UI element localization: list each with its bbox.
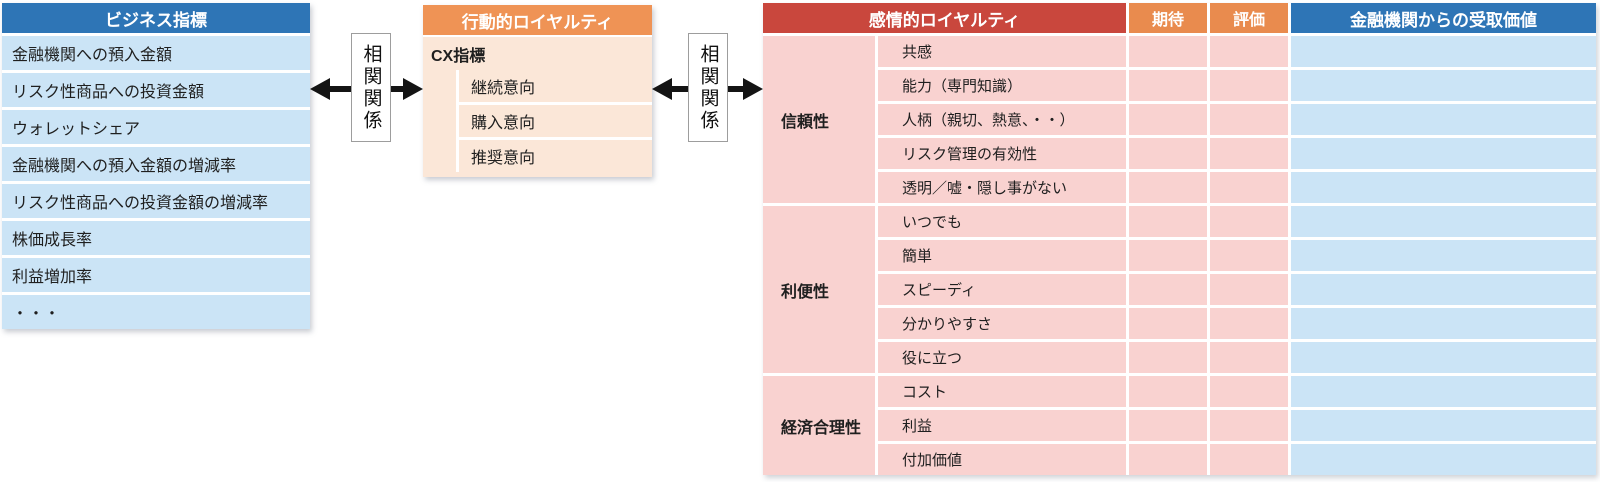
received-value-cell (1291, 172, 1596, 203)
emotion-item-cell: 簡単 (878, 240, 1126, 271)
expectation-cell (1129, 172, 1207, 203)
business-metrics-table: ビジネス指標 金融機関への預入金額リスク性商品への投資金額ウォレットシェア金融機… (2, 3, 310, 329)
expectation-cell (1129, 308, 1207, 339)
expectation-cell (1129, 206, 1207, 237)
cx-index-label: CX指標 (431, 47, 486, 65)
business-metrics-rows: 金融機関への預入金額リスク性商品への投資金額ウォレットシェア金融機関への預入金額… (2, 36, 310, 329)
received-value-cell (1291, 410, 1596, 441)
arrowhead-right-icon (743, 78, 763, 100)
evaluation-cell (1210, 444, 1288, 475)
evaluation-cell (1210, 308, 1288, 339)
arrowhead-left-icon (652, 78, 672, 100)
cx-indicator-rows: 継続意向購入意向推奨意向 (456, 70, 652, 172)
evaluation-cell (1210, 206, 1288, 237)
cx-indicator-row: 推奨意向 (459, 140, 652, 172)
evaluation-cell (1210, 240, 1288, 271)
emotional-loyalty-table: 感情的ロイヤルティ期待評価金融機関からの受取価値信頼性共感能力（専門知識）人柄（… (763, 3, 1596, 475)
emotion-item-cell: リスク管理の有効性 (878, 138, 1126, 169)
emotion-item-cell: コスト (878, 376, 1126, 407)
expectation-cell (1129, 104, 1207, 135)
emotion-item-cell: 透明／嘘・隠し事がない (878, 172, 1126, 203)
received-value-cell (1291, 206, 1596, 237)
expectation-cell (1129, 274, 1207, 305)
evaluation-cell (1210, 104, 1288, 135)
emotion-item-cell: 付加価値 (878, 444, 1126, 475)
expectation-header: 期待 (1129, 3, 1207, 33)
received-value-cell (1291, 104, 1596, 135)
business-metric-row: 株価成長率 (2, 221, 310, 255)
received-value-cell (1291, 274, 1596, 305)
evaluation-cell (1210, 376, 1288, 407)
business-metric-row: ・・・ (2, 295, 310, 329)
expectation-cell (1129, 36, 1207, 67)
evaluation-cell (1210, 172, 1288, 203)
received-value-cell (1291, 138, 1596, 169)
emotion-item-cell: 分かりやすさ (878, 308, 1126, 339)
expectation-cell (1129, 70, 1207, 101)
expectation-cell (1129, 342, 1207, 373)
expectation-cell (1129, 444, 1207, 475)
cx-indicator-row: 購入意向 (459, 105, 652, 137)
behavioral-loyalty-table: 行動的ロイヤルティ CX指標 継続意向購入意向推奨意向 (423, 5, 652, 177)
correlation-label-right: 相関関係 (688, 33, 728, 142)
cx-body: CX指標 継続意向購入意向推奨意向 (423, 37, 652, 177)
received-value-cell (1291, 36, 1596, 67)
emotion-item-cell: 利益 (878, 410, 1126, 441)
evaluation-cell (1210, 138, 1288, 169)
category-cell: 利便性 (763, 206, 875, 373)
emotion-item-cell: 人柄（親切、熱意、・・） (878, 104, 1126, 135)
received-value-cell (1291, 70, 1596, 101)
received-value-cell (1291, 240, 1596, 271)
expectation-cell (1129, 138, 1207, 169)
emotion-item-cell: いつでも (878, 206, 1126, 237)
behavioral-loyalty-header: 行動的ロイヤルティ (423, 5, 652, 35)
cx-indicator-row: 継続意向 (459, 70, 652, 102)
business-metric-row: 金融機関への預入金額の増減率 (2, 147, 310, 181)
evaluation-cell (1210, 70, 1288, 101)
emotional-loyalty-header: 感情的ロイヤルティ (763, 3, 1126, 33)
arrowhead-left-icon (310, 78, 330, 100)
emotion-item-cell: スピーディ (878, 274, 1126, 305)
category-cell: 経済合理性 (763, 376, 875, 475)
business-metric-row: リスク性商品への投資金額 (2, 73, 310, 107)
emotion-item-cell: 役に立つ (878, 342, 1126, 373)
evaluation-cell (1210, 36, 1288, 67)
category-cell: 信頼性 (763, 36, 875, 203)
emotion-item-cell: 共感 (878, 36, 1126, 67)
received-value-cell (1291, 376, 1596, 407)
evaluation-cell (1210, 274, 1288, 305)
evaluation-cell (1210, 410, 1288, 441)
arrowhead-right-icon (403, 78, 423, 100)
business-metric-row: リスク性商品への投資金額の増減率 (2, 184, 310, 218)
business-metric-row: 金融機関への預入金額 (2, 36, 310, 70)
evaluation-header: 評価 (1210, 3, 1288, 33)
business-metrics-header: ビジネス指標 (2, 3, 310, 33)
received-value-cell (1291, 308, 1596, 339)
evaluation-cell (1210, 342, 1288, 373)
expectation-cell (1129, 376, 1207, 407)
correlation-label-left: 相関関係 (351, 33, 391, 142)
expectation-cell (1129, 240, 1207, 271)
business-metric-row: 利益増加率 (2, 258, 310, 292)
emotion-item-cell: 能力（専門知識） (878, 70, 1126, 101)
received-value-header: 金融機関からの受取価値 (1291, 3, 1596, 33)
expectation-cell (1129, 410, 1207, 441)
business-metric-row: ウォレットシェア (2, 110, 310, 144)
received-value-cell (1291, 342, 1596, 373)
received-value-cell (1291, 444, 1596, 475)
